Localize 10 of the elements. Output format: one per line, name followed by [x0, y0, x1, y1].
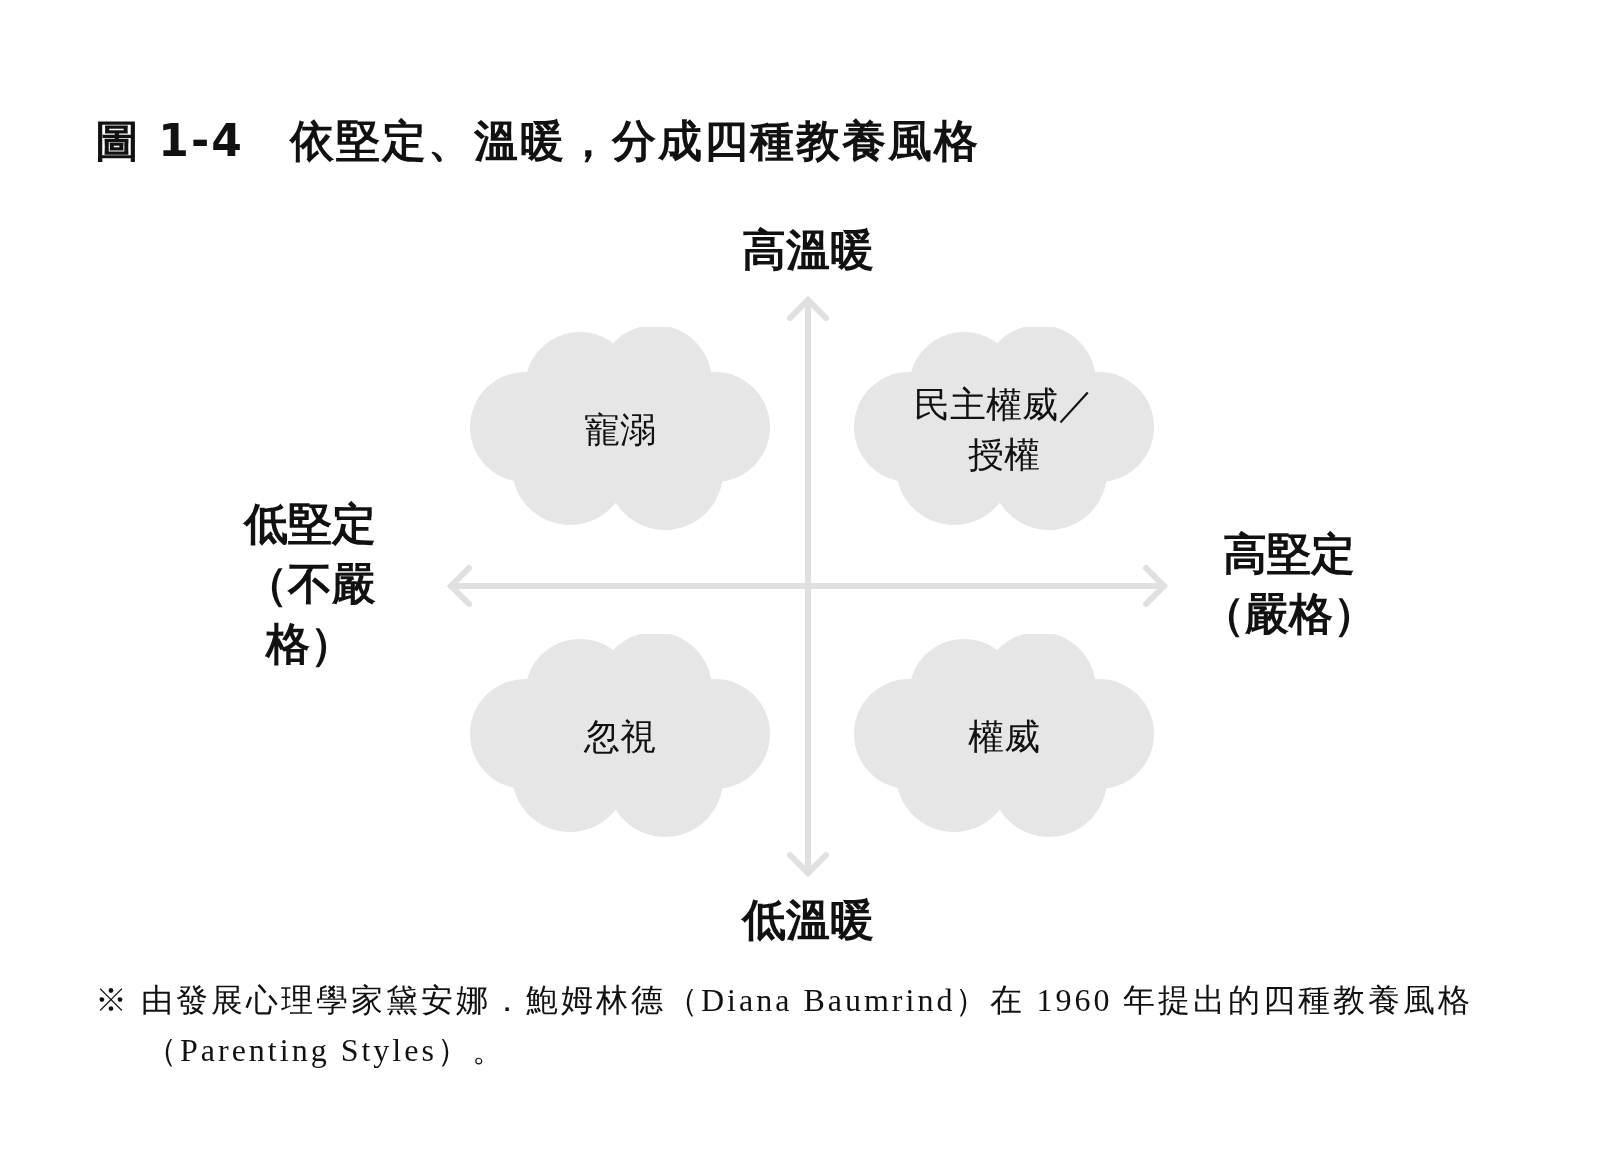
cloud-label: 民主權威／授權: [914, 382, 1094, 477]
axis-label: 低溫暖: [740, 893, 875, 947]
axis-label: 高堅定（嚴格）: [1200, 527, 1378, 641]
cloud-label: 權威: [967, 714, 1041, 759]
cloud-label: 寵溺: [583, 407, 657, 452]
footnote: ※ 由發展心理學家黛安娜．鮑姆林德（Diana Baumrind）在 1960 年提出的四種教養風格（Parenting Styles）。: [95, 981, 1475, 1070]
cloud-label: 忽視: [583, 714, 657, 759]
axis-label: 低堅定（不嚴格）: [242, 497, 377, 671]
axis-label: 高溫暖: [741, 223, 875, 277]
figure-title: 圖 1-4 依堅定、溫暖，分成四種教養風格: [95, 114, 980, 168]
